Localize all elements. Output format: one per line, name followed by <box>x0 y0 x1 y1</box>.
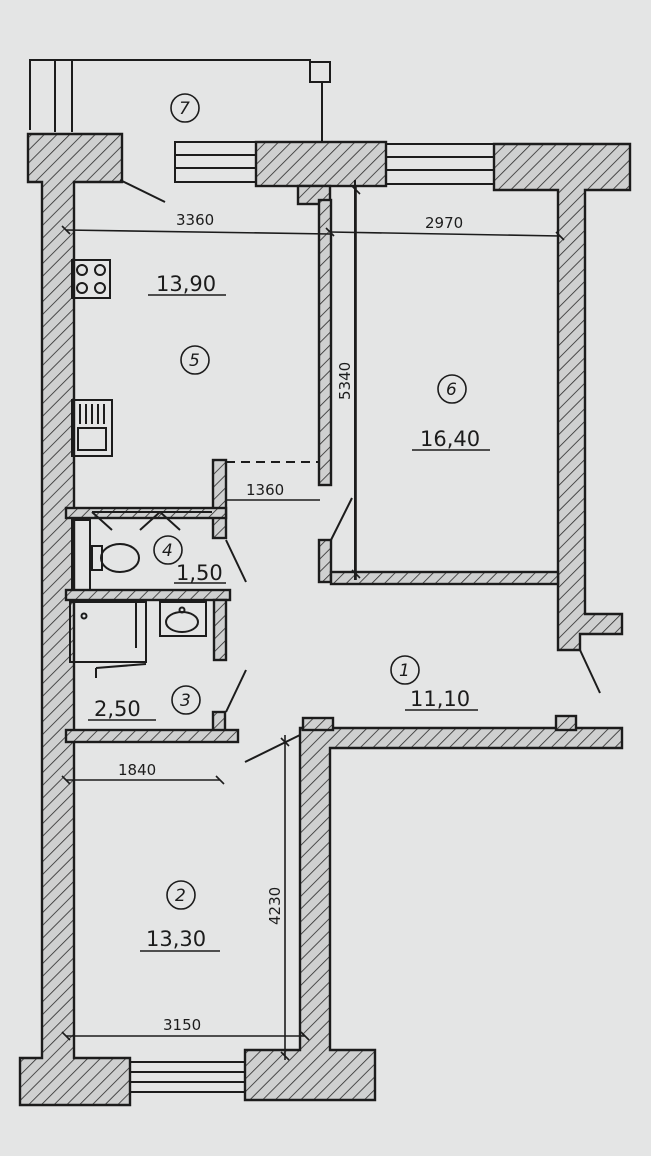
walls <box>18 132 632 1107</box>
bathtub-icon <box>69 601 147 663</box>
svg-text:2: 2 <box>175 886 186 906</box>
room-6-label: 6 <box>437 374 467 404</box>
kitchen-sink-icon <box>71 399 113 457</box>
room-1-area: 11,10 <box>410 687 470 711</box>
svg-text:1: 1 <box>399 661 410 681</box>
dimension-room6-length: 5340 <box>336 362 354 400</box>
dimension-room2-length: 4230 <box>266 887 284 925</box>
toilet-icon <box>71 511 212 591</box>
dimension-lines <box>61 185 565 1061</box>
room-2-area: 13,30 <box>146 927 206 951</box>
dimension-room6-width: 2970 <box>425 214 463 232</box>
room-3-area: 2,50 <box>94 697 141 721</box>
partitions <box>64 180 560 744</box>
room-3-label: 3 <box>171 685 201 715</box>
svg-text:6: 6 <box>446 380 457 400</box>
area-underlines <box>88 294 490 952</box>
room-5-area: 13,90 <box>156 272 216 296</box>
balcony-outline <box>29 59 331 145</box>
dimension-partition: 1360 <box>246 481 284 499</box>
room-4-label: 4 <box>153 535 183 565</box>
room-4-area: 1,50 <box>176 561 223 585</box>
room-5-label: 5 <box>180 345 210 375</box>
dimension-room2-width: 3150 <box>163 1016 201 1034</box>
dimension-kitchen-width: 3360 <box>176 211 214 229</box>
room-6-area: 16,40 <box>420 427 480 451</box>
washbasin-icon <box>159 601 207 637</box>
svg-text:3: 3 <box>180 691 191 711</box>
stove-icon <box>71 259 111 299</box>
dimension-bath-width: 1840 <box>118 761 156 779</box>
door-swings <box>95 179 601 763</box>
svg-text:7: 7 <box>179 99 190 119</box>
room-2-label: 2 <box>166 880 196 910</box>
svg-text:5: 5 <box>189 351 200 371</box>
svg-text:4: 4 <box>162 541 173 561</box>
room-1-label: 1 <box>390 655 420 685</box>
room-7-label: 7 <box>170 93 200 123</box>
